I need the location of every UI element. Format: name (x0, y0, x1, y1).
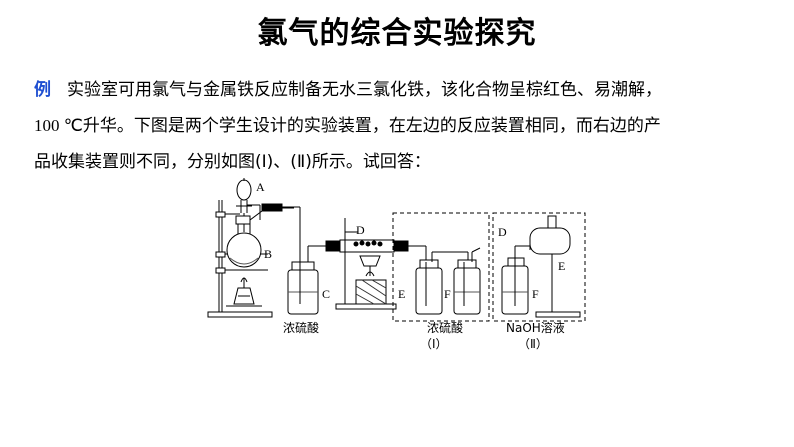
bottle-f-i (453, 247, 481, 315)
label-f-i: F (444, 287, 451, 301)
problem-line-3: 品收集装置则不同，分别如图(Ⅰ)、(Ⅱ)所示。试回答： (34, 152, 431, 172)
round-flask-b (226, 207, 294, 268)
caption-fig-i: （Ⅰ） (420, 337, 448, 351)
label-d: D (356, 223, 365, 237)
caption-fig-ii: （Ⅱ） (518, 337, 548, 351)
label-e-ii: E (558, 259, 565, 273)
bottle-e-i (415, 251, 469, 315)
ring-stand-left (207, 200, 273, 318)
page-title: 氯气的综合实验探究 (257, 16, 537, 51)
reaction-tube-d (325, 218, 427, 310)
label-d-ii: D (498, 225, 507, 239)
problem-line-2: 100 ℃升华。下图是两个学生设计的实验装置，在左边的反应装置相同，而右边的产 (34, 116, 661, 136)
label-b: B (264, 247, 272, 261)
caption-conc-sulfuric-f: 浓硫酸 (427, 320, 463, 335)
dashed-box-i (392, 212, 490, 322)
label-e-i: E (398, 287, 405, 301)
wash-bottle-c (287, 245, 330, 315)
label-a: A (256, 180, 265, 194)
caption-naoh: NaOH溶液 (506, 320, 565, 335)
bottle-f-ii (501, 246, 529, 315)
label-c: C (322, 287, 330, 301)
alcohol-lamp-left (226, 277, 262, 307)
label-f-ii: F (532, 287, 539, 301)
dashed-box-ii (492, 212, 586, 322)
burner-under-d (355, 255, 387, 305)
tube-a-to-c (261, 203, 301, 262)
collection-vessel-e-ii (515, 215, 581, 318)
caption-conc-sulfuric-c: 浓硫酸 (283, 320, 319, 335)
problem-text: 例实验室可用氯气与金属铁反应制备无水三氯化铁，该化合物呈棕红色、易潮解， 100… (34, 72, 774, 180)
problem-line-1: 例实验室可用氯气与金属铁反应制备无水三氯化铁，该化合物呈棕红色、易潮解， (34, 80, 662, 100)
example-label: 例 (34, 80, 51, 100)
